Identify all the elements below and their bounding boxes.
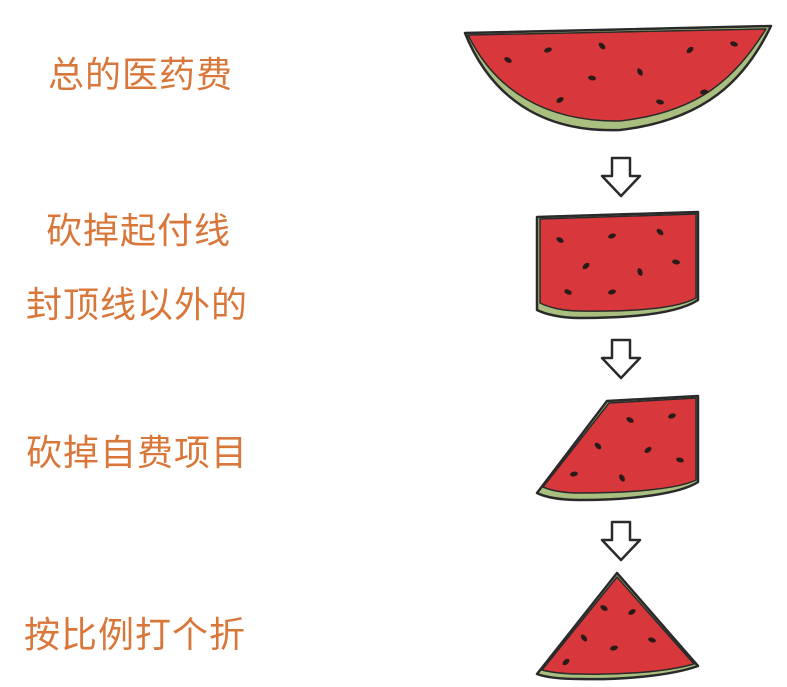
step-label-beyond-cap: 封顶线以外的 bbox=[26, 285, 249, 326]
watermelon-slice-icon bbox=[463, 24, 773, 132]
down-arrow-icon bbox=[600, 338, 642, 380]
step-label-cut-deductible: 砍掉起付线 bbox=[46, 211, 232, 252]
step-label-cut-self-paid-items: 砍掉自费项目 bbox=[26, 433, 249, 474]
down-arrow-icon bbox=[600, 156, 642, 198]
watermelon-slice-icon bbox=[535, 571, 700, 681]
down-arrow-icon bbox=[600, 520, 642, 562]
watermelon-slice-icon bbox=[535, 210, 700, 320]
step-label-total-medical-cost: 总的医药费 bbox=[48, 55, 234, 96]
step-label-proportional-discount: 按比例打个折 bbox=[24, 615, 247, 656]
watermelon-slice-icon bbox=[535, 394, 700, 502]
